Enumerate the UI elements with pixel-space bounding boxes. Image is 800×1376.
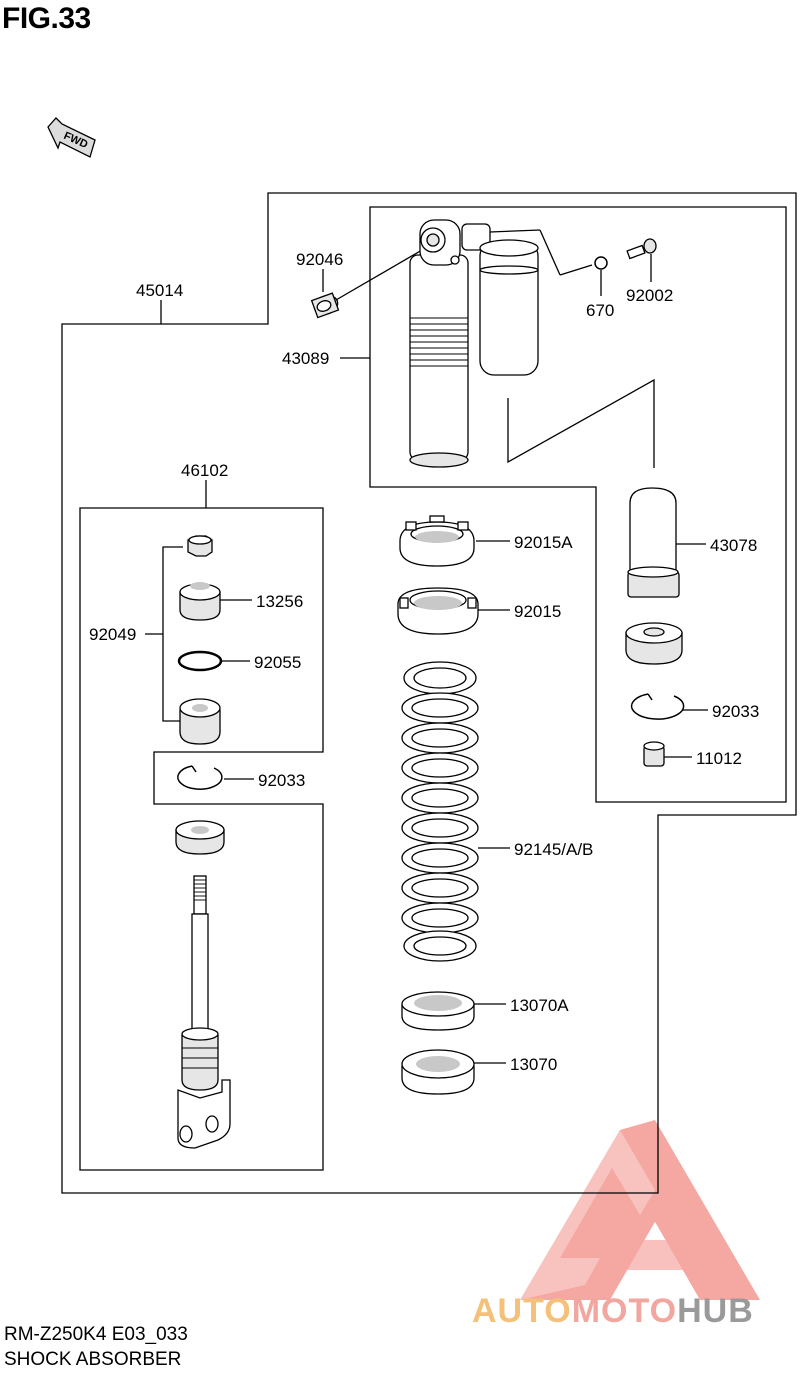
watermark-text-hub: HUB bbox=[677, 1292, 754, 1330]
part-13070A-spring-seat bbox=[401, 991, 475, 1031]
label-13070: 13070 bbox=[510, 1055, 557, 1074]
label-46102: 46102 bbox=[181, 461, 228, 480]
figure-title: FIG.33 bbox=[2, 2, 91, 35]
part-92015A-adjuster-nut bbox=[399, 515, 475, 567]
part-92055-o-ring bbox=[177, 650, 223, 672]
assembly-outline-43089 bbox=[369, 206, 787, 803]
part-11012-bushing bbox=[643, 741, 665, 767]
watermark-text-moto: MOTO bbox=[571, 1292, 678, 1330]
part-seal-cap bbox=[175, 820, 225, 855]
part-43089-shock-body bbox=[409, 219, 539, 468]
leader-92049-bracket bbox=[162, 546, 183, 722]
label-670: 670 bbox=[586, 301, 614, 320]
part-valve-body bbox=[179, 698, 221, 745]
leader-92046 bbox=[335, 249, 423, 301]
label-92055: 92055 bbox=[254, 653, 301, 672]
part-92015-lock-nut bbox=[397, 587, 479, 635]
watermark-text-auto: AUTO bbox=[472, 1292, 572, 1330]
label-45014: 45014 bbox=[136, 281, 183, 300]
part-nut bbox=[187, 535, 213, 557]
part-92033-left-circlip bbox=[177, 765, 223, 790]
part-92046-bearing bbox=[310, 292, 340, 319]
part-92145-coil-spring bbox=[401, 661, 479, 962]
label-92015A: 92015A bbox=[514, 533, 573, 552]
label-43089: 43089 bbox=[282, 349, 329, 368]
label-92033-left: 92033 bbox=[258, 771, 305, 790]
part-reservoir-end-cap bbox=[625, 622, 683, 665]
part-670-o-ring bbox=[594, 256, 608, 270]
label-92049: 92049 bbox=[89, 625, 136, 644]
label-92015: 92015 bbox=[514, 602, 561, 621]
label-13070A: 13070A bbox=[510, 996, 569, 1015]
watermark-text: AUTOMOTOHUB bbox=[472, 1292, 754, 1331]
assembly-outline-45014 bbox=[61, 192, 797, 1194]
part-piston-rod bbox=[177, 875, 231, 1149]
part-92002-screw bbox=[626, 238, 657, 260]
part-13070-spring-seat bbox=[401, 1049, 475, 1095]
label-92145: 92145/A/B bbox=[514, 840, 593, 859]
label-92033-right: 92033 bbox=[712, 702, 759, 721]
watermark-logo bbox=[520, 1120, 760, 1300]
label-43078: 43078 bbox=[710, 536, 757, 555]
part-92033-right-circlip bbox=[630, 693, 685, 720]
footer-model-code: RM-Z250K4 E03_033 bbox=[4, 1324, 188, 1345]
fwd-arrow-icon: FWD bbox=[47, 117, 96, 158]
part-43078-reservoir-cap bbox=[627, 487, 680, 598]
part-13256-piston bbox=[179, 582, 221, 621]
footer-part-name: SHOCK ABSORBER bbox=[4, 1349, 182, 1370]
assembly-outline-46102 bbox=[79, 507, 324, 1171]
label-92002: 92002 bbox=[626, 286, 673, 305]
label-11012: 11012 bbox=[696, 749, 742, 768]
label-13256: 13256 bbox=[256, 592, 303, 611]
label-92046: 92046 bbox=[296, 250, 343, 269]
